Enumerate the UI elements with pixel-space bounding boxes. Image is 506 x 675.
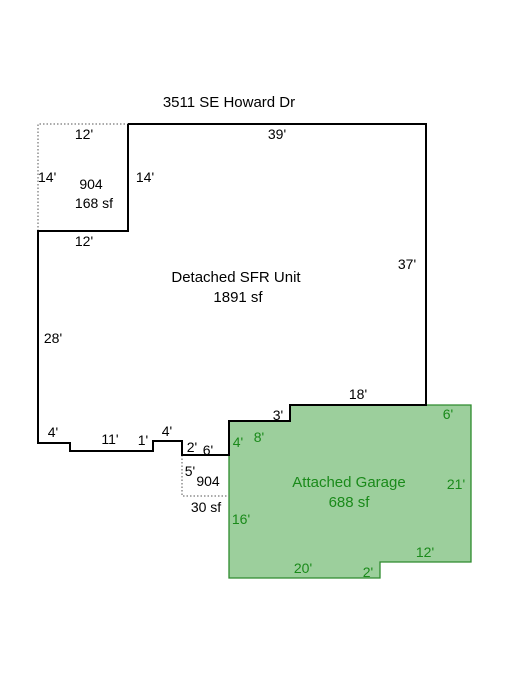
dim-main-right: 37' <box>398 256 416 272</box>
addition-904-top-dotted-outline <box>37 123 128 231</box>
dim-garage-bottom: 20' <box>294 560 312 576</box>
dim-addition-top-right: 14' <box>136 169 154 185</box>
garage-name: Attached Garage <box>292 474 405 491</box>
dim-main-top: 39' <box>268 126 286 142</box>
dim-garage-top-small: 8' <box>254 429 264 445</box>
detached-sfr-unit-outline <box>37 123 427 456</box>
dim-garage-right: 21' <box>447 476 465 492</box>
dim-main-left: 28' <box>44 330 62 346</box>
addition-top-name: 904 <box>79 176 103 192</box>
dim-addition-top-bottom: 12' <box>75 233 93 249</box>
dim-main-step-small: 3' <box>273 407 283 423</box>
dim-main-step-right: 18' <box>349 386 367 402</box>
dim-garage-left-top: 4' <box>233 434 243 450</box>
dim-main-bottom-6: 6' <box>203 442 213 458</box>
main-unit-size: 1891 sf <box>213 289 263 306</box>
dim-main-bottom-1: 4' <box>48 424 58 440</box>
addition-small-name: 904 <box>196 473 220 489</box>
dim-main-bottom-2: 11' <box>101 431 118 447</box>
dim-garage-bottom-step: 2' <box>363 564 373 580</box>
dim-main-bottom-4: 4' <box>162 423 172 439</box>
dim-addition-top-width: 12' <box>75 126 93 142</box>
dim-main-bottom-5: 2' <box>187 439 197 455</box>
addition-top-size: 168 sf <box>75 195 113 211</box>
garage-size: 688 sf <box>329 494 371 511</box>
dim-garage-bottom-right: 12' <box>416 544 434 560</box>
dim-addition-top-left: 14' <box>38 169 56 185</box>
main-unit-name: Detached SFR Unit <box>171 269 301 286</box>
addition-small-size: 30 sf <box>191 499 221 515</box>
dim-garage-right-top: 6' <box>443 406 453 422</box>
dim-addition-small-side: 5' <box>185 463 195 479</box>
attached-garage-area <box>228 404 472 579</box>
property-address-title: 3511 SE Howard Dr <box>163 94 295 111</box>
dim-main-bottom-3: 1' <box>138 432 148 448</box>
dim-garage-left: 16' <box>232 511 250 527</box>
